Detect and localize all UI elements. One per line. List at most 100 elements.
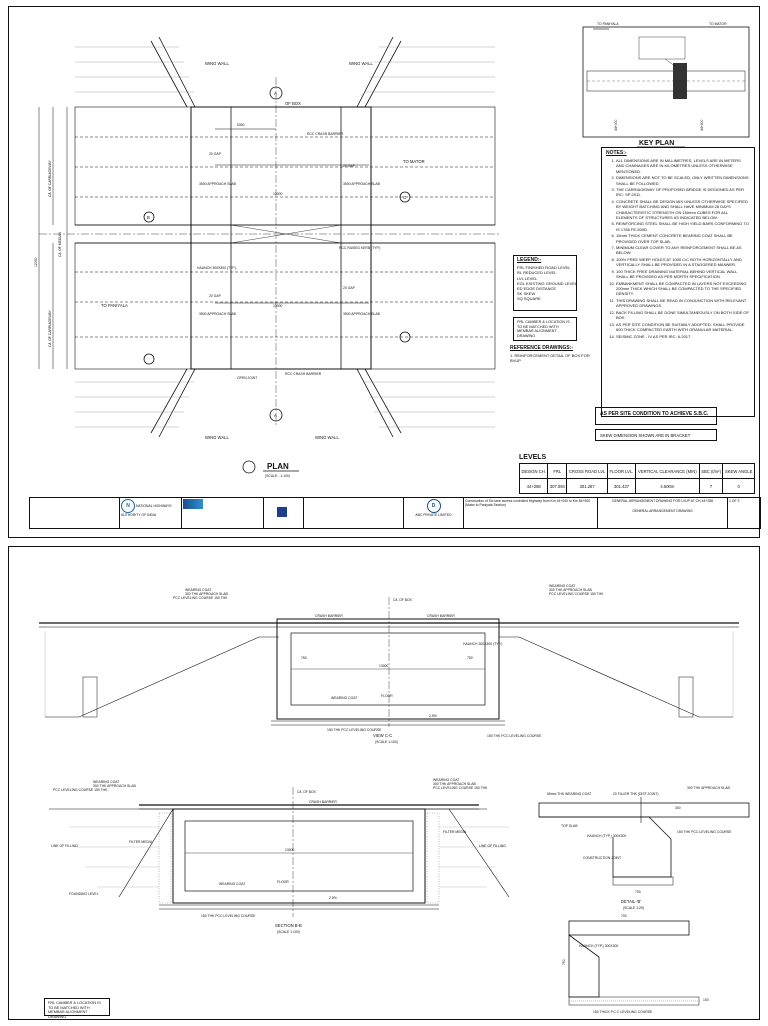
note-item: BACK FILLING SHALL BE DONE SIMULTANEOUSL… bbox=[616, 310, 750, 320]
bb-slope: 2.5% bbox=[329, 896, 337, 900]
label-gap-tr: 20 GAP bbox=[343, 164, 356, 168]
note-item: 100 THICK FREE DRAINING MATERIAL BEHIND … bbox=[616, 269, 750, 279]
label-gap-bl: 20 GAP bbox=[209, 294, 222, 298]
deta-dim-750: 750 bbox=[562, 959, 566, 965]
cc-wearing-coat-r: WEARING COAT bbox=[549, 584, 575, 588]
note-item: EMBANKMENT SHALL BE COMPACTED IN LAYERS … bbox=[616, 281, 750, 297]
bb-approach-slab-r: 300 THK APPROACH SLAB bbox=[433, 782, 476, 786]
note-item: CONCRETE SHALL BE DESIGN MIX UNLESS OTHE… bbox=[616, 199, 750, 220]
key-plan: TO PANIYALA TO MATOR 44+000 44+400 KEY P… bbox=[582, 22, 750, 148]
notes-title: NOTES:- bbox=[606, 150, 627, 156]
notes-list: ALL DIMENSIONS ARE IN MILLIMETRES, LEVEL… bbox=[606, 158, 750, 339]
dim-13000-top: 13000 bbox=[273, 192, 283, 196]
detb-approach-slab: 300 THK APPROACH SLAB bbox=[687, 786, 730, 790]
label-approach-slab-tr: 3500 APPROACH SLAB bbox=[343, 182, 381, 186]
bb-pcc-l: PCC LEVELING COURSE 150 THK bbox=[53, 788, 108, 792]
detb-dim-300: 300 bbox=[675, 806, 681, 810]
contractor-logo-icon: D bbox=[426, 499, 441, 513]
label-wing-wall-tl: WING WALL bbox=[205, 61, 229, 66]
bb-dim-13000: 13000 bbox=[285, 848, 295, 852]
detb-top-slab: TOP SLAB bbox=[561, 824, 578, 828]
label-of-box: OF BOX bbox=[285, 101, 301, 106]
note-item: 15mm THICK CEMENT CONCRETE BEARING COAT … bbox=[616, 233, 750, 243]
section-marker-a-top: A bbox=[274, 91, 277, 96]
deta-pcc: 150 THICK P.C.C LEVELING COURSE bbox=[593, 1010, 653, 1014]
note-item: DIMENSIONS ARE NOT TO BE SCALED, ONLY WR… bbox=[616, 175, 750, 185]
bb-wearing-coat-r: WEARING COAT bbox=[433, 778, 459, 782]
label-cl-median: C/L OF MEDIAN bbox=[58, 232, 62, 257]
levels-header-cell: FLOOR LVL. bbox=[607, 463, 636, 479]
label-cl-carriageway-top: C/L OF CARRIAGEWAY bbox=[48, 159, 52, 197]
levels-header-cell: SBC (t/m²) bbox=[698, 463, 724, 479]
drawing-sheet-1: A A B C WING WALL WING WALL WING WALL WI… bbox=[8, 6, 761, 538]
keyplan-ch-left: 44+000 bbox=[614, 119, 618, 131]
deta-haunch: HAUNCH (TYP.) 300X300 bbox=[579, 944, 618, 948]
nhai-logo-icon: N bbox=[121, 499, 135, 513]
cc-approach-slab-r: 300 THK APPROACH SLAB bbox=[549, 588, 592, 592]
detail-b-title: DETAIL-'B' bbox=[621, 899, 641, 904]
cc-pcc-bottom-r: 150 THK PCC LEVELING COURSE bbox=[487, 734, 542, 738]
view-cc-title: VIEW C-C bbox=[373, 733, 392, 738]
bb-founding: FOUNDING LEVEL bbox=[69, 892, 99, 896]
frl-note-sheet2: FRL CAMBER & LOCATION IS TO BE MATCHED W… bbox=[44, 998, 110, 1019]
logo-cell bbox=[264, 498, 304, 528]
legend-row: FRL FINISHED ROAD LEVEL bbox=[517, 265, 571, 271]
levels-value-cell: 301.287 bbox=[566, 478, 609, 494]
authority-name: NATIONAL HIGHWAYS AUTHORITY OF INDIA bbox=[121, 504, 172, 517]
deta-dim-700: 700 bbox=[621, 914, 627, 918]
wing-walls bbox=[150, 36, 402, 438]
label-gap-br: 20 GAP bbox=[343, 286, 356, 290]
plan-title: PLAN bbox=[267, 462, 289, 471]
view-cc bbox=[39, 597, 739, 727]
keyplan-to-paniyala: TO PANIYALA bbox=[597, 22, 619, 26]
drawing-sheet-2: WEARING COAT 300 THK APPROACH SLAB PCC L… bbox=[8, 546, 760, 1020]
keyplan-to-mator: TO MATOR bbox=[709, 22, 727, 26]
note-item: SEISMIC ZONE - IV AS PER IRC: 6-2017. bbox=[616, 334, 750, 339]
bb-crash-barrier: CRASH BARRIER bbox=[309, 800, 337, 804]
label-raised-kerb: RCC RAISED KERB (TYP.) bbox=[339, 246, 380, 250]
bb-wearing-coat-mid: WEARING COAT bbox=[219, 882, 245, 886]
plan-drawing: A A B C WING WALL WING WALL WING WALL WI… bbox=[34, 22, 750, 478]
signature-cell bbox=[304, 498, 404, 528]
dim-12050: 12050 bbox=[34, 257, 38, 267]
levels-value-cell: 301.437 bbox=[607, 478, 636, 494]
levels-header-cell: DESIGN CH. bbox=[518, 463, 549, 479]
detail-a bbox=[568, 920, 700, 1006]
section-marker-a-bottom: A bbox=[274, 413, 277, 418]
label-cl-carriageway-bottom: C/L OF CARRIAGEWAY bbox=[48, 309, 52, 347]
label-haunch: HAUNCH 300X300 (TYP.) bbox=[197, 266, 236, 270]
cc-crash-barrier-r: CRASH BARRIER bbox=[427, 614, 455, 618]
legend-row: SQ SQUARE bbox=[517, 296, 541, 302]
project-cell: Construction of Six lane access controll… bbox=[464, 498, 598, 528]
bb-wearing-coat-l: WEARING COAT bbox=[93, 780, 119, 784]
label-crash-barrier-bottom: RCC CRASH BARRIER bbox=[285, 372, 322, 376]
cc-dim-750-l: 750 bbox=[301, 656, 307, 660]
legend-row: SK SKEW bbox=[517, 291, 536, 297]
revision-table bbox=[30, 498, 120, 528]
title-block: N NATIONAL HIGHWAYS AUTHORITY OF INDIA D… bbox=[29, 497, 761, 529]
detb-wearing-coat: 65mm THK WEARING COAT bbox=[547, 792, 591, 796]
cc-dim-13000: 13000 bbox=[379, 664, 389, 668]
label-wing-wall-bl: WING WALL bbox=[205, 435, 229, 440]
section-bb-title: SECTION B-B bbox=[275, 923, 302, 928]
dim-13000-bottom: 13000 bbox=[273, 304, 283, 308]
cc-wearing-coat-l: WEARING COAT bbox=[185, 588, 211, 592]
legend-title: LEGEND:- bbox=[517, 257, 542, 263]
levels-title: LEVELS bbox=[519, 454, 547, 461]
detb-haunch: HAUNCH (TYP.) 300X300 bbox=[587, 834, 626, 838]
label-approach-slab-tl: 3500 APPROACH SLAB bbox=[199, 182, 237, 186]
detb-pcc: 150 THK PCC LEVELING COURSE bbox=[677, 830, 732, 834]
reference-drawings: REFERENCE DRAWINGS:- 1. REINFORCEMENT DE… bbox=[509, 345, 597, 371]
drawing-title-2: GENERAL ARRANGEMENT DRAWING bbox=[632, 509, 693, 513]
legend-row: LVL LEVEL bbox=[517, 275, 538, 281]
carriageway-hatching bbox=[74, 106, 496, 370]
note-item: 100% FREE WEEP HOLES AT 1000 C/C BOTH HO… bbox=[616, 257, 750, 267]
bb-pcc-bottom: 150 THK PCC LEVELING COURSE bbox=[201, 914, 256, 918]
levels-value-cell: 44+288 bbox=[518, 478, 549, 494]
sections-drawing: WEARING COAT 300 THK APPROACH SLAB PCC L… bbox=[39, 584, 750, 1014]
bb-line-of-filling-r: LINE OF FILLING bbox=[479, 844, 506, 848]
label-gap-tl: 20 GAP bbox=[209, 152, 222, 156]
